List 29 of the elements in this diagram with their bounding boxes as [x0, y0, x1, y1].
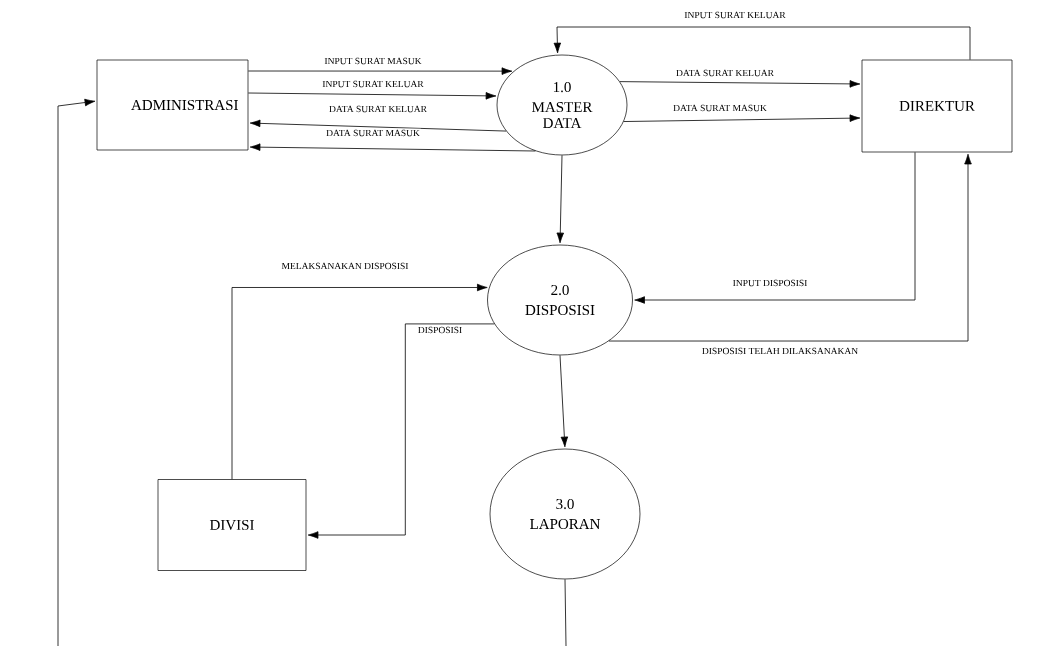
- arrow: [249, 119, 507, 132]
- arrow: [634, 151, 916, 304]
- edge-label: DISPOSISI: [416, 325, 464, 335]
- edge-label: INPUT SURAT MASUK: [323, 56, 423, 66]
- arrow: [249, 143, 536, 152]
- edge-label: DATA SURAT KELUAR: [675, 68, 775, 78]
- arrow: [623, 114, 861, 122]
- arrow: [608, 153, 972, 342]
- entity-box: DIVISI: [157, 479, 307, 571]
- edge-label: DISPOSISI TELAH DILAKSANAKAN: [700, 346, 860, 356]
- arrow: [247, 92, 497, 100]
- arrow: [619, 80, 861, 88]
- entity-box: ADMINISTRASI: [96, 59, 249, 151]
- arrow: [559, 354, 569, 448]
- edge-label: DATA SURAT KELUAR: [328, 104, 428, 114]
- entity-box: DIREKTUR: [861, 59, 1013, 153]
- arrow: [247, 67, 513, 75]
- edge-label: INPUT DISPOSISI: [731, 278, 809, 288]
- edge-label: MELAKSANAKAN DISPOSISI: [280, 261, 410, 271]
- arrow: [57, 98, 96, 646]
- arrow: [556, 154, 564, 244]
- arrow: [307, 323, 495, 539]
- edge-label: INPUT SURAT KELUAR: [321, 79, 425, 89]
- arrow: [231, 283, 488, 480]
- line: [564, 578, 567, 646]
- edge-label: DATA SURAT MASUK: [325, 128, 421, 138]
- arrow: [553, 26, 971, 61]
- edge-label: INPUT SURAT KELUAR: [683, 10, 787, 20]
- edge-label: DATA SURAT MASUK: [672, 103, 768, 113]
